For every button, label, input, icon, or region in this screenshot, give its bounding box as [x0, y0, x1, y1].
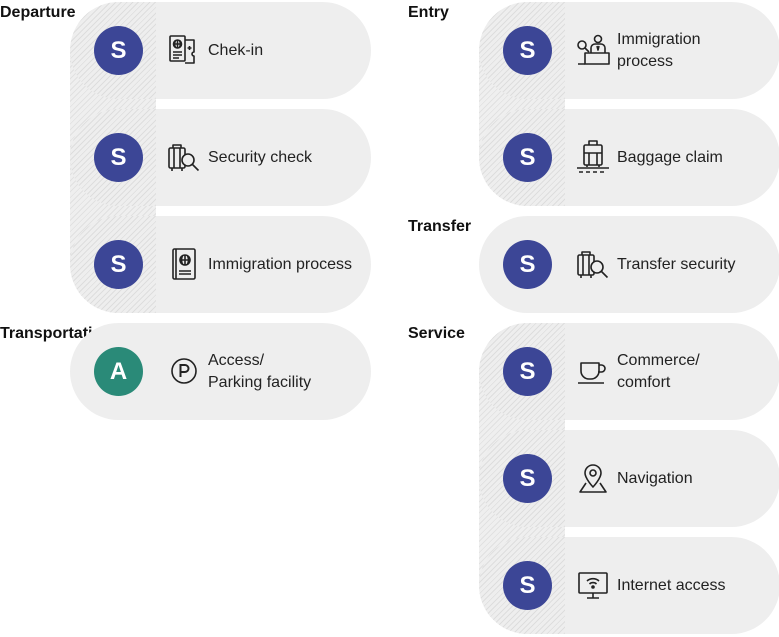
service-level-badge: S: [503, 347, 552, 396]
card-label: Access/ Parking facility: [208, 351, 312, 391]
departure-title: Departure: [0, 4, 76, 21]
card-label: Commerce/ comfort: [617, 351, 700, 391]
card-immigration-process-departure[interactable]: S Immigration process: [70, 216, 371, 313]
baggage-claim-icon: [575, 139, 611, 175]
service-level-badge: A: [94, 347, 143, 396]
card-label: Immigration process: [208, 255, 353, 273]
wifi-monitor-icon: [575, 567, 611, 603]
card-label: Transfer security: [617, 255, 736, 273]
service-level-badge: S: [94, 133, 143, 182]
card-commerce-comfort[interactable]: S Commerce/ comfort: [479, 323, 779, 420]
service-level-badge: S: [503, 240, 552, 289]
immigration-desk-icon: [575, 32, 611, 68]
card-label: Internet access: [617, 576, 726, 594]
card-check-in[interactable]: S Chek-in: [70, 2, 371, 99]
card-transfer-security[interactable]: S Transfer security: [479, 216, 779, 313]
service-level-badge: S: [503, 26, 552, 75]
passport-icon: [166, 246, 202, 282]
location-pin-icon: [575, 460, 611, 496]
passport-ticket-icon: [166, 32, 202, 68]
card-internet-access[interactable]: S Internet access: [479, 537, 779, 634]
card-label: Chek-in: [208, 41, 264, 59]
service-level-badge: S: [503, 454, 552, 503]
transfer-title: Transfer: [408, 218, 472, 235]
service-level-badge: S: [94, 240, 143, 289]
card-label: Security check: [208, 148, 313, 166]
parking-icon: [166, 353, 202, 389]
card-label: Navigation: [617, 469, 693, 487]
card-immigration-process-entry[interactable]: S Immigration process: [479, 2, 779, 99]
card-label: Baggage claim: [617, 148, 723, 166]
entry-title: Entry: [408, 4, 449, 21]
card-label: Immigration process: [617, 30, 701, 70]
card-baggage-claim[interactable]: S Baggage claim: [479, 109, 779, 206]
luggage-search-icon: [166, 139, 202, 175]
service-title: Service: [408, 325, 465, 342]
service-level-badge: S: [94, 26, 143, 75]
service-level-badge: S: [503, 133, 552, 182]
coffee-cup-icon: [575, 353, 611, 389]
card-security-check[interactable]: S Security check: [70, 109, 371, 206]
card-access-parking[interactable]: A Access/ Parking facility: [70, 323, 371, 420]
service-level-badge: S: [503, 561, 552, 610]
luggage-search-icon: [575, 246, 611, 282]
card-navigation[interactable]: S Navigation: [479, 430, 779, 527]
